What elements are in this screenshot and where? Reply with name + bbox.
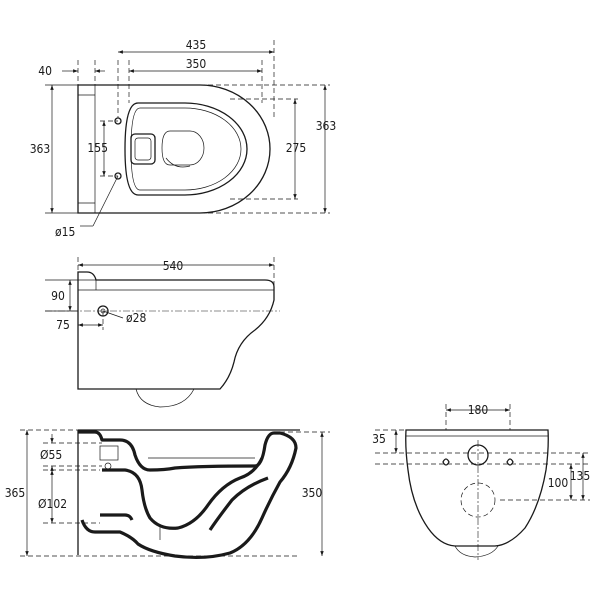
- dim-section-inlet: Ø55: [40, 448, 62, 462]
- water-area: [161, 130, 205, 166]
- dim-top-offset: 35: [372, 432, 386, 446]
- bolt-hole: [506, 458, 514, 466]
- dim-outlet-height: 100: [548, 476, 569, 490]
- dim-seat-depth: 275: [286, 141, 307, 155]
- rear-outlet: [460, 482, 496, 518]
- seat-hinge: [130, 133, 156, 165]
- dim-bolt-spacing: 180: [468, 403, 489, 417]
- dim-side-height: 90: [51, 289, 65, 303]
- dim-total-height: 365: [5, 486, 26, 500]
- dim-inlet-offset: 75: [56, 318, 70, 332]
- dim-width-inner: 350: [186, 57, 207, 71]
- top-view-outline: [77, 84, 271, 214]
- dim-length: 540: [163, 259, 184, 273]
- dim-rim-height: 350: [302, 486, 323, 500]
- dim-hole-spacing: 155: [87, 141, 108, 155]
- rear-view-outline: [405, 429, 549, 547]
- fixing-hole: [114, 172, 122, 180]
- dim-height-total: 363: [30, 142, 51, 156]
- side-view: 540 90 75 ø28: [45, 257, 280, 408]
- dim-hole-diameter: ø15: [55, 225, 75, 239]
- rear-view: 180 35 100 135: [372, 403, 590, 560]
- dim-width-total: 435: [186, 38, 207, 52]
- dim-inlet-diameter: ø28: [126, 311, 146, 325]
- section-inlet: [99, 445, 119, 461]
- section-outer-wall: [78, 430, 298, 560]
- dim-section-outlet: Ø102: [38, 497, 67, 511]
- section-trap: [102, 457, 264, 530]
- side-view-outline: [77, 271, 275, 390]
- dim-offset: 40: [38, 64, 52, 78]
- dim-height-inner: 363: [316, 119, 337, 133]
- top-view: 435 350 40 363 155 275 363 ø15: [30, 38, 337, 239]
- section-view: 365 350 Ø55 Ø102: [5, 429, 330, 560]
- outlet-curve: [135, 388, 195, 408]
- bowl-rim: [124, 102, 248, 196]
- bolt-hole: [442, 458, 450, 466]
- dim-inlet-height: 135: [570, 469, 591, 483]
